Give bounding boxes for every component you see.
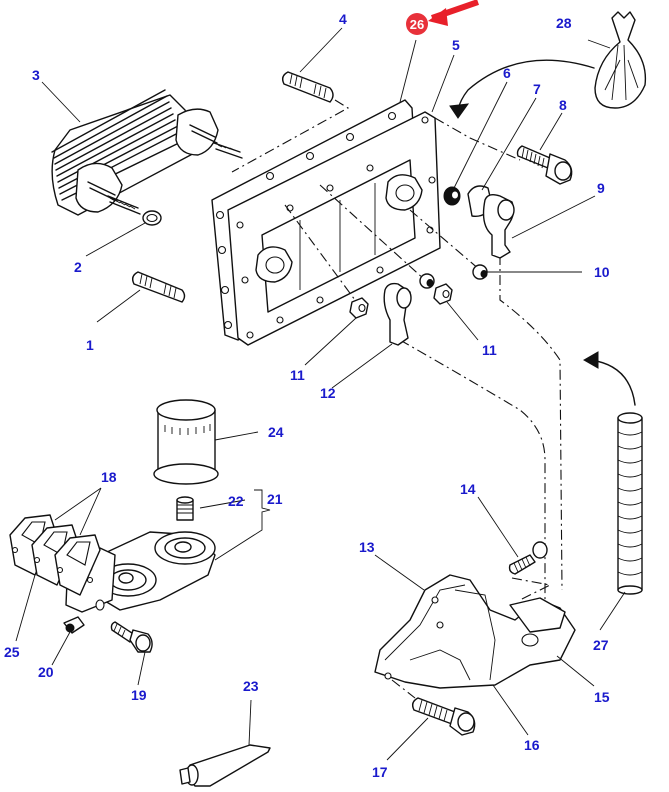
leader-lines <box>15 27 626 761</box>
part-labels: 1 2 3 4 5 6 7 8 9 10 11 11 12 13 14 15 1… <box>4 11 610 780</box>
assembly-line <box>399 339 546 600</box>
label-3[interactable]: 3 <box>32 67 40 83</box>
oil-cooler-part[interactable] <box>51 89 243 216</box>
hose-part[interactable] <box>617 412 643 595</box>
label-20[interactable]: 20 <box>38 664 54 680</box>
elbow-part-12[interactable] <box>383 282 412 346</box>
label-25[interactable]: 25 <box>4 644 20 660</box>
washer-hole <box>452 191 458 199</box>
label-10[interactable]: 10 <box>594 264 610 280</box>
label-11-right[interactable]: 11 <box>482 342 497 358</box>
label-15[interactable]: 15 <box>594 689 610 705</box>
label-21[interactable]: 21 <box>267 491 283 507</box>
label-12[interactable]: 12 <box>320 385 336 401</box>
adapter-nipple-part[interactable] <box>176 496 194 521</box>
cover-plate-gasket-part[interactable] <box>211 99 441 346</box>
label-14[interactable]: 14 <box>460 481 476 497</box>
label-27[interactable]: 27 <box>593 637 609 653</box>
assembly-line <box>409 209 481 271</box>
label-23[interactable]: 23 <box>243 678 259 694</box>
washer-part[interactable] <box>443 186 461 206</box>
label-26[interactable]: 26 <box>410 17 424 32</box>
kit-bag-part[interactable] <box>594 11 647 109</box>
label-28[interactable]: 28 <box>556 15 572 31</box>
label-17[interactable]: 17 <box>372 764 388 780</box>
bolt-part-17[interactable] <box>411 697 476 736</box>
nut-part-11-right[interactable] <box>433 283 453 305</box>
assembly-line <box>499 255 563 591</box>
label-1[interactable]: 1 <box>86 337 94 353</box>
plug-part[interactable] <box>63 616 85 634</box>
oil-filter-part[interactable] <box>153 399 219 485</box>
highlight-marker-26[interactable]: 26 <box>406 0 479 35</box>
label-2[interactable]: 2 <box>74 259 82 275</box>
spacer-part[interactable] <box>419 273 435 289</box>
label-6[interactable]: 6 <box>503 65 511 81</box>
elbow-part-9[interactable] <box>482 193 515 259</box>
bolt-part-8[interactable] <box>516 145 573 185</box>
label-13[interactable]: 13 <box>359 539 375 555</box>
assembly-line <box>319 184 426 281</box>
label-11-left[interactable]: 11 <box>290 367 305 383</box>
label-5[interactable]: 5 <box>452 37 460 53</box>
label-18[interactable]: 18 <box>101 469 117 485</box>
arrow-head-icon <box>449 103 470 119</box>
arrow-head-icon <box>582 351 599 369</box>
assembly-line <box>434 117 521 161</box>
stud-part-4[interactable] <box>281 71 334 103</box>
label-19[interactable]: 19 <box>131 687 147 703</box>
assembly-line <box>231 99 350 173</box>
bolt-part-14[interactable] <box>508 541 548 575</box>
label-24[interactable]: 24 <box>268 424 284 440</box>
stud-part-1[interactable] <box>131 271 186 303</box>
label-4[interactable]: 4 <box>339 11 347 27</box>
label-7[interactable]: 7 <box>533 81 541 97</box>
sealant-tube-part[interactable] <box>179 744 271 787</box>
bolt-part-19[interactable] <box>110 621 153 653</box>
label-22[interactable]: 22 <box>228 493 244 509</box>
nut-part-11-left[interactable] <box>349 297 369 319</box>
highlight-badge <box>406 13 428 35</box>
o-ring-inner <box>146 213 158 223</box>
highlight-arrowhead-icon <box>428 8 448 26</box>
spacer-part-10[interactable] <box>472 264 488 280</box>
assembly-line <box>511 577 552 601</box>
gasket-part-18b[interactable] <box>54 534 101 596</box>
assembly-line <box>391 679 416 699</box>
label-16[interactable]: 16 <box>524 737 540 753</box>
label-8[interactable]: 8 <box>559 97 567 113</box>
curved-arrow-icon <box>457 59 595 111</box>
label-9[interactable]: 9 <box>597 180 605 196</box>
housing-part[interactable] <box>374 574 576 689</box>
